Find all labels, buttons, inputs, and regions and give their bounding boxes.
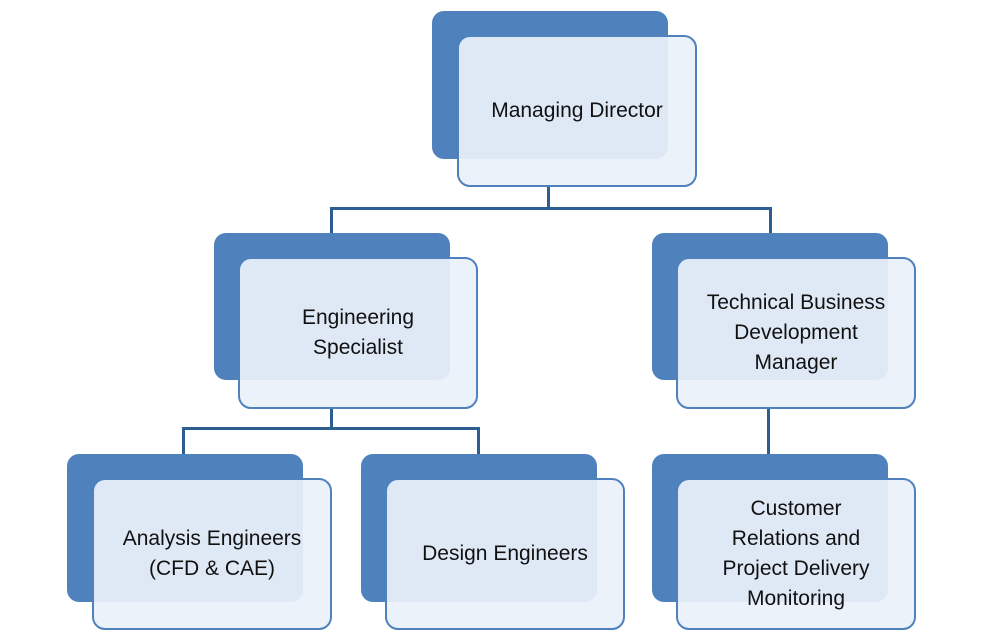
node-analysis-engineers: Analysis Engineers (CFD & CAE) (67, 454, 332, 630)
connector-level2-bar (182, 427, 480, 430)
node-design-engineers: Design Engineers (361, 454, 625, 630)
connector-es-down (330, 407, 333, 429)
node-customer-relations: Customer Relations and Project Delivery … (652, 454, 916, 630)
connector-level1-bar (330, 207, 772, 210)
connector-to-engineering-specialist (330, 207, 333, 235)
customer-relations-label: Customer Relations and Project Delivery … (722, 497, 870, 610)
managing-director-label: Managing Director (491, 99, 663, 122)
analysis-engineers-label: Analysis Engineers (CFD & CAE) (122, 527, 302, 580)
node-engineering-specialist: Engineering Specialist (214, 233, 478, 409)
connector-to-design-engineers (477, 427, 480, 456)
connector-tbdm-to-customer (767, 407, 770, 456)
connector-to-analysis-engineers (182, 427, 185, 456)
connector-to-technical-manager (769, 207, 772, 235)
design-engineers-label: Design Engineers (422, 542, 588, 565)
technical-business-development-manager-label: Technical Business Development Manager (706, 291, 886, 374)
connector-md-down (547, 186, 550, 209)
node-managing-director: Managing Director (432, 11, 697, 187)
node-technical-business-development-manager: Technical Business Development Manager (652, 233, 916, 409)
engineering-specialist-label: Engineering Specialist (301, 306, 415, 359)
